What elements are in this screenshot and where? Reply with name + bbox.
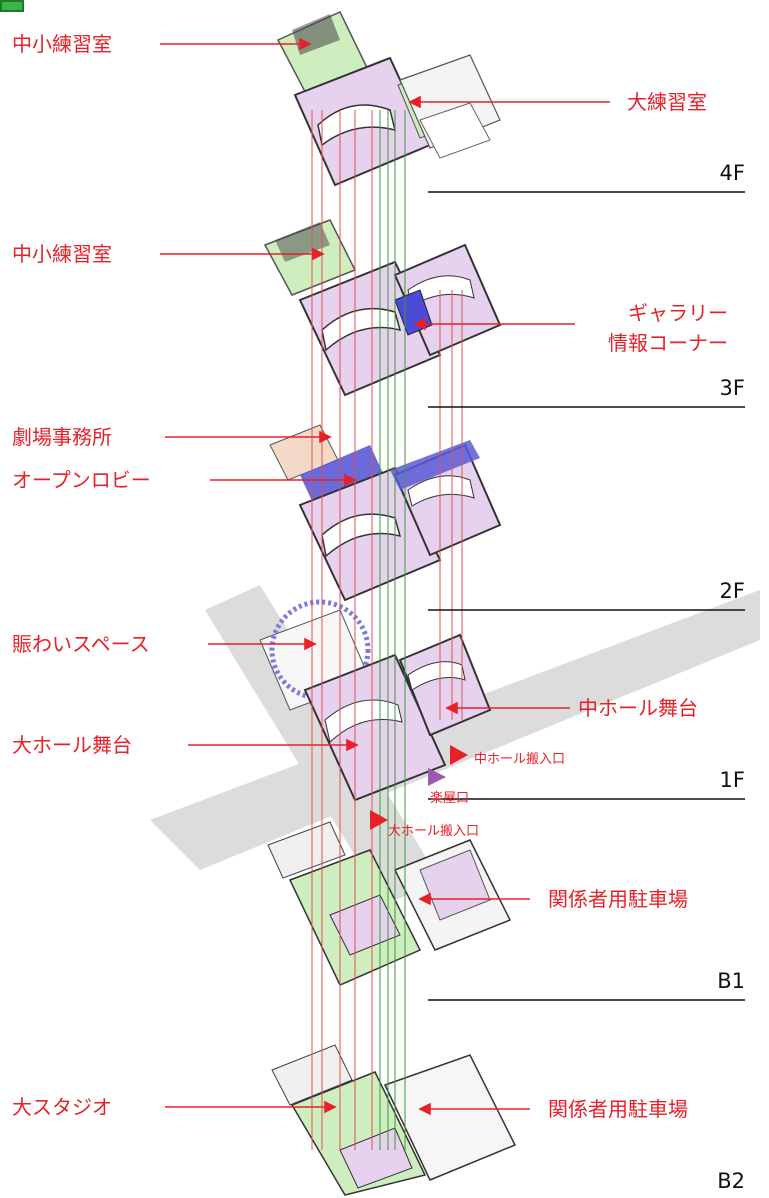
floor-label-1f: 1F [720,768,745,792]
label-small-practice-3f: 中小練習室 [12,242,112,266]
floor-b2-plan [271,1044,517,1196]
floor-4f-plan [276,11,501,187]
label-lively-space: 賑わいスペース [12,632,150,656]
floor-label-b1: B1 [717,969,745,993]
label-medium-hall-loading: 中ホール搬入口 [474,752,565,767]
label-large-hall-loading: 大ホール搬入口 [388,824,479,839]
label-large-hall-stage: 大ホール舞台 [12,733,132,757]
floor-label-b2: B2 [717,1169,745,1193]
floor-label-3f: 3F [720,376,745,400]
vertical-lines [311,110,463,1150]
label-staff-parking-b2: 関係者用駐車場 [548,1097,688,1121]
label-theater-office: 劇場事務所 [12,425,112,449]
label-gallery-line1: ギャラリー [628,301,728,325]
large-loading-arrow-icon [370,810,388,830]
label-small-practice-4f: 中小練習室 [12,32,112,56]
corner-marker [0,0,24,12]
label-large-studio: 大スタジオ [12,1095,112,1119]
label-staff-parking-b1: 関係者用駐車場 [548,887,688,911]
leader-lines [160,37,610,1116]
label-open-lobby: オープンロビー [12,468,151,492]
label-dressing-room: 楽屋口 [430,790,469,806]
floor-2f-plan [269,424,502,602]
floor-separators [428,191,745,1001]
medium-loading-arrow-icon [450,745,468,765]
floor-3f-plan [263,219,502,397]
floor-label-4f: 4F [720,161,745,185]
label-large-practice: 大練習室 [627,90,707,114]
floor-label-2f: 2F [720,579,745,603]
dressing-room-arrow-icon [428,768,446,786]
label-medium-hall-stage: 中ホール舞台 [578,696,698,720]
label-gallery-line2: 情報コーナー [608,331,728,355]
